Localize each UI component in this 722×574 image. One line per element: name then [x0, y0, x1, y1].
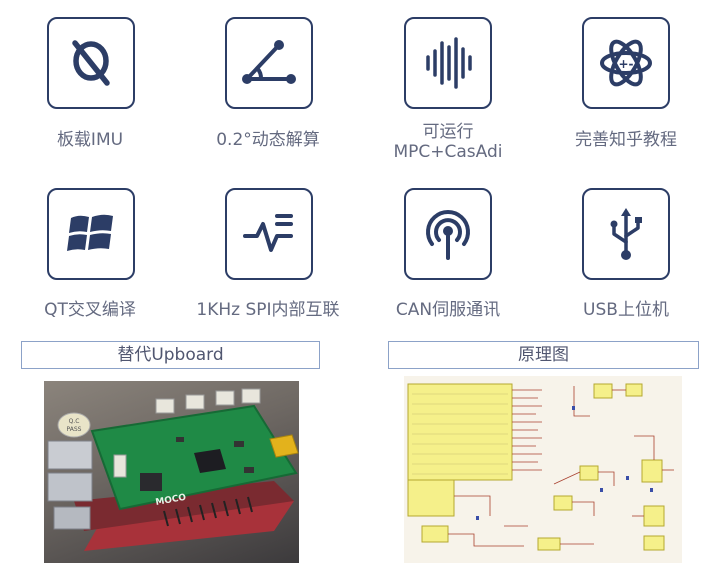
- angle-icon: [242, 40, 296, 84]
- schematic-illustration: [407, 383, 674, 551]
- waveform-icon: [426, 37, 472, 89]
- feature-tile-can: [404, 188, 492, 280]
- gyroscope-icon: [72, 40, 110, 86]
- feature-tile-qt: [47, 188, 135, 280]
- section-title-upboard: 替代Upboard: [21, 341, 320, 369]
- feature-caption-usb: USB上位机: [583, 300, 669, 320]
- antenna-icon: [426, 210, 470, 260]
- feature-caption-attitude: 0.2°动态解算: [216, 130, 320, 150]
- windows-logo-icon: [67, 214, 113, 251]
- feature-caption-can: CAN伺服通讯: [395, 300, 501, 320]
- schematic-image: [404, 376, 682, 563]
- atom-icon: +-: [600, 39, 652, 87]
- feature-tile-attitude: [225, 17, 313, 109]
- section-title-schematic: 原理图: [388, 341, 699, 369]
- feature-tile-tutorial: +-: [582, 17, 670, 109]
- board-photo: Q.C PASS MOCO: [44, 381, 299, 563]
- svg-text:+-: +-: [618, 57, 633, 71]
- feature-tile-mpc: [404, 17, 492, 109]
- feature-tile-spi: [225, 188, 313, 280]
- usb-icon: [610, 208, 642, 260]
- feature-tile-usb: [582, 188, 670, 280]
- feature-caption-qt: QT交叉编译: [44, 300, 136, 320]
- qc-sticker-text: Q.C: [69, 418, 80, 425]
- feature-caption-imu: 板载IMU: [56, 130, 124, 150]
- signal-filter-icon: [243, 214, 293, 252]
- feature-tile-imu: [47, 17, 135, 109]
- feature-caption-spi: 1KHz SPI内部互联: [196, 300, 340, 320]
- feature-caption-mpc: 可运行 MPC+CasAdi: [393, 122, 503, 162]
- feature-caption-tutorial: 完善知乎教程: [575, 130, 677, 150]
- svg-text:PASS: PASS: [67, 426, 82, 433]
- board-illustration: Q.C PASS MOCO: [47, 388, 299, 551]
